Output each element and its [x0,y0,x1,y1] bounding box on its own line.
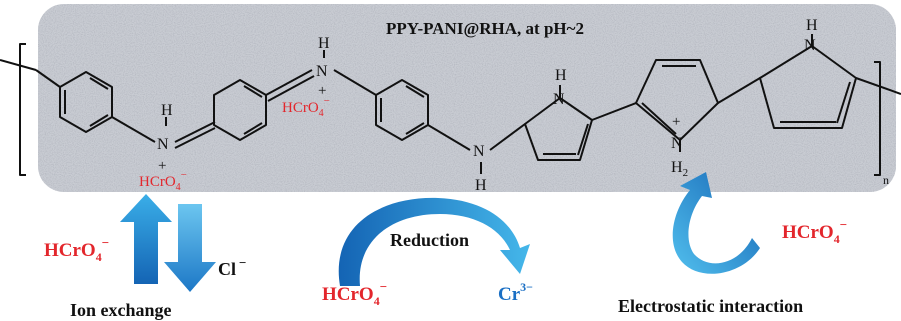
electrostatic-arrow-icon [672,172,760,274]
charge-plus-2: + [318,83,326,99]
atom-h-6: H [806,17,818,34]
reduction-arrow-icon [338,197,530,286]
atom-n-1: N [157,136,169,153]
charge-plus-3: + [672,114,680,130]
atom-n-6: N [804,37,816,54]
reduction-label: Reduction [390,230,469,250]
anion-label-2: HCrO4− [282,95,330,119]
pyrrole-ring-2 [635,59,719,141]
anion-label-1: HCrO4− [139,169,187,193]
atom-n-2: N [316,63,328,80]
charge-plus-1: + [158,158,166,174]
atom-h-2: H [318,35,330,52]
diagram-title: PPY-PANI@RHA, at pH~2 [386,19,584,38]
rha-background [38,4,896,192]
electrostatic-label: Electrostatic interaction [618,296,803,316]
anion-label-4: HCrO4− [322,279,387,308]
chromium-label: Cr3− [498,280,533,305]
ion-exchange-label: Ion exchange [70,300,172,320]
polymer-structure [0,34,901,176]
ion-exchange-arrows [120,194,216,292]
atom-labels: H N + H N + H N N H + N H2 H N [157,17,818,194]
atom-n-3: N [553,91,565,108]
anion-label-5: HCrO4− [782,217,847,246]
arrow-up-icon [120,194,172,284]
atom-h-3: H [555,67,567,84]
anion-label-3: HCrO4− [44,235,109,264]
atom-h-1: H [161,102,173,119]
benzene-ring-2 [375,79,429,141]
atom-n-4: N [473,143,485,160]
atom-n-5: N [671,135,683,152]
pyrrole-ring-3 [759,45,857,129]
right-bracket [874,61,881,176]
arrow-down-icon [164,204,216,292]
pyrrole-ring-1 [524,97,593,161]
atom-h-4: H [475,177,487,194]
atom-h2: H2 [671,159,688,179]
repeat-subscript-n: n [883,173,889,187]
left-bracket [19,43,26,176]
chloride-label: Cl− [218,255,246,279]
